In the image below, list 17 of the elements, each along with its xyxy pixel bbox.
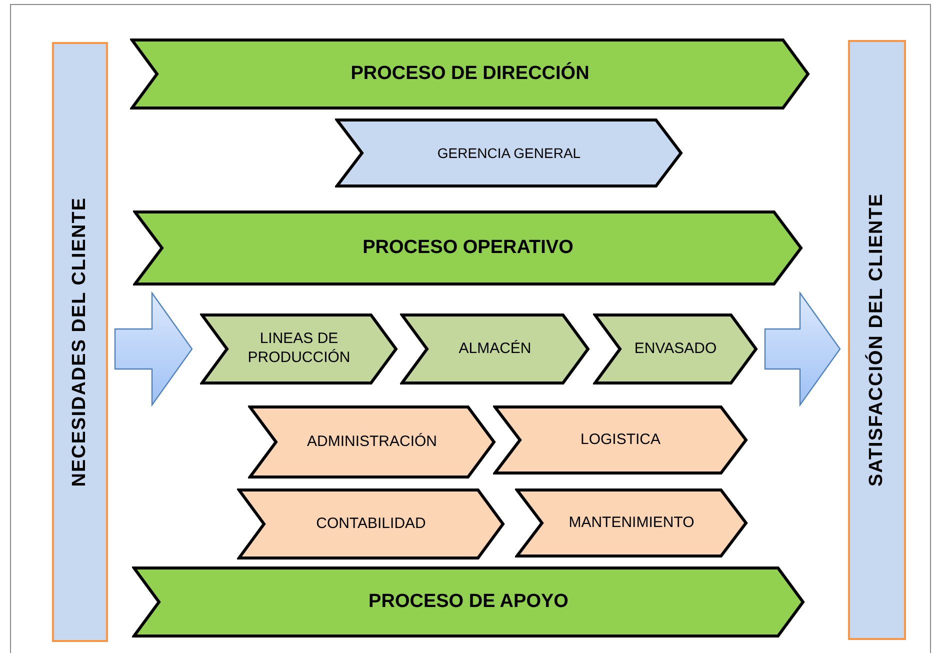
- vertical-label: SATISFACCIÓN DEL CLIENTE: [864, 193, 888, 487]
- process-label: GERENCIA GENERAL: [437, 144, 581, 162]
- process-label: ALMACÉN: [458, 340, 532, 358]
- customer-bar: [848, 40, 906, 640]
- customer-bar: [52, 42, 108, 642]
- block-arrow: [764, 291, 841, 407]
- process-label: PROCESO DE DIRECCIÓN: [350, 61, 590, 86]
- process-label: LOGISTICA: [580, 430, 661, 450]
- block-arrow: [114, 291, 193, 407]
- process-label: MANTENIMIENTO: [568, 512, 694, 533]
- process-label: ENVASADO: [634, 340, 717, 358]
- process-label: PROCESO OPERATIVO: [362, 236, 574, 260]
- process-label: PROCESO DE APOYO: [368, 590, 568, 614]
- vertical-label: NECESIDADES DEL CLIENTE: [68, 197, 91, 487]
- process-label: LINEAS DE PRODUCCIÓN: [246, 330, 352, 368]
- process-label: ADMINISTRACIÓN: [306, 432, 437, 452]
- process-label: CONTABILIDAD: [316, 514, 426, 534]
